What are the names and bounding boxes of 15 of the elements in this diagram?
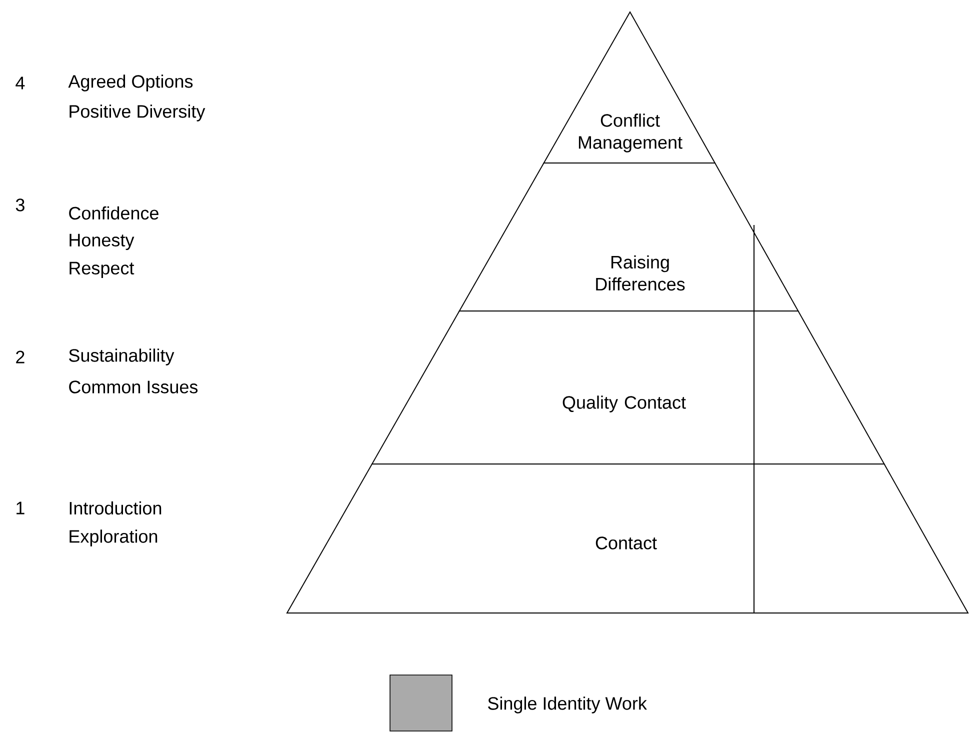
- level-label: Honesty: [70, 234, 134, 250]
- legend-text: Single Identity Work: [488, 696, 647, 714]
- level-label: Respect: [70, 262, 134, 278]
- level-label: Confidence: [69, 206, 158, 220]
- level-label: Positive Diversity: [70, 104, 206, 122]
- level-label: Sustainability: [69, 348, 174, 366]
- level-label: 2: [16, 350, 24, 364]
- level-label: Introduction: [70, 501, 162, 515]
- level-label: Exploration: [70, 530, 158, 546]
- level-label: 3: [16, 198, 24, 212]
- level-label: 1: [16, 502, 24, 514]
- pyramid-band: Raising Differences: [458, 162, 800, 312]
- level-label: 4: [16, 76, 25, 90]
- level-label: Common Issues: [69, 380, 198, 394]
- level-label: Agreed Options: [68, 74, 193, 92]
